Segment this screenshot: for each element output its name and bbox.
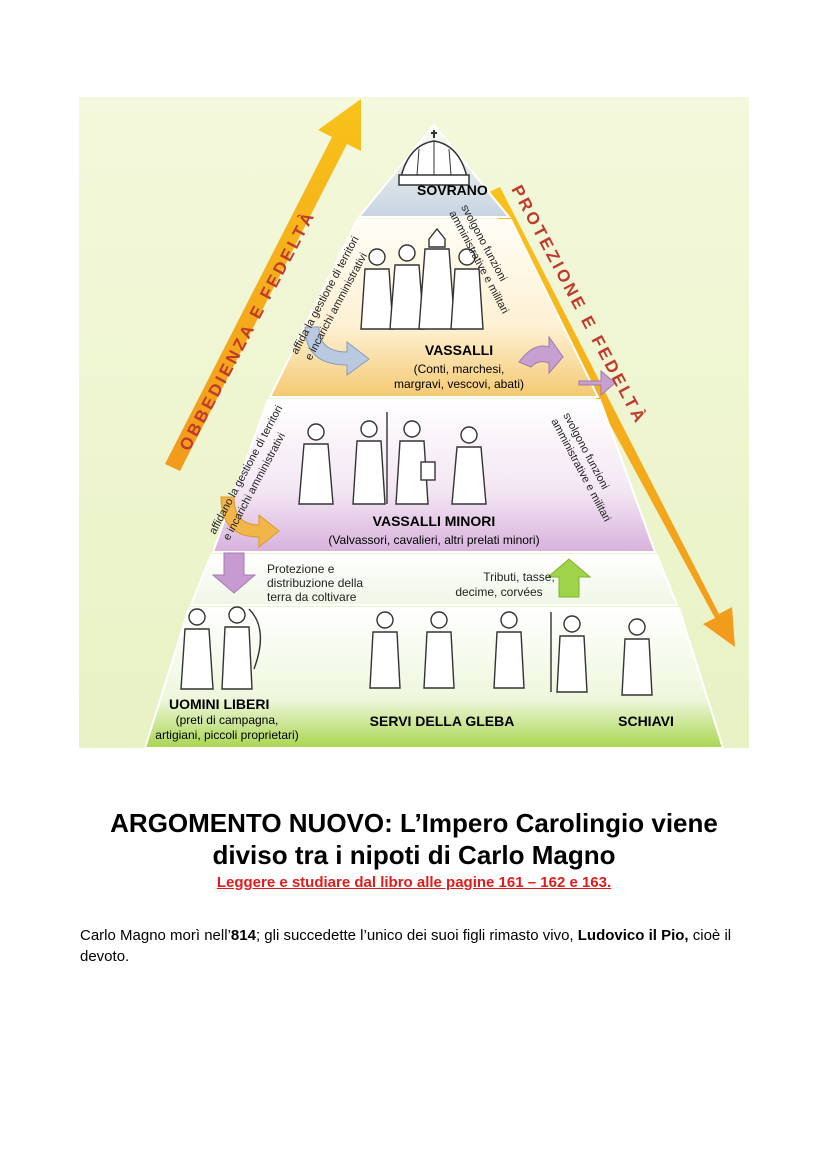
sovrano-title: SOVRANO [417, 182, 488, 198]
serf-3-figure-icon [493, 611, 525, 689]
reading-instruction: Leggere e studiare dal libro alle pagine… [216, 874, 612, 891]
tier-middle-band [189, 554, 679, 606]
craftsman-figure-icon [221, 606, 262, 690]
delegation-arrow-1 [304, 326, 370, 376]
heading-line-2: diviso tra i nipoti di Carlo Magno [212, 840, 616, 870]
protezione-annotation-2: distribuzione della [267, 576, 363, 590]
crusader-figure-icon [395, 420, 436, 505]
cavaliere-figure-icon [352, 412, 388, 505]
schiavi-title: SCHIAVI [618, 713, 674, 729]
protection-down-arrow [211, 552, 257, 594]
body-year: 814 [230, 927, 256, 944]
uomini-liberi-detail-2: artigiani, piccoli proprietari) [155, 728, 298, 742]
count-figure-icon [360, 248, 394, 330]
serf-4-figure-icon [550, 612, 588, 693]
valvassore-figure-icon [298, 423, 334, 505]
uomini-liberi-detail-1: (preti di campagna, [176, 713, 279, 727]
priest-figure-icon [180, 608, 214, 690]
crown-icon [398, 130, 470, 186]
vassalli-title: VASSALLI [425, 342, 493, 358]
servi-title: SERVI DELLA GLEBA [370, 713, 515, 729]
protezione-annotation-1: Protezione e [267, 562, 335, 576]
body-paragraph: Carlo Magno morì nell’814; gli succedett… [80, 925, 760, 967]
page-heading: ARGOMENTO NUOVO: L’Impero Carolingio vie… [40, 807, 788, 871]
delegation-arrow-2 [220, 496, 280, 549]
tributi-annotation-1: Tributi, tasse, [483, 570, 555, 584]
heading-line-1: ARGOMENTO NUOVO: L’Impero Carolingio vie… [110, 808, 718, 838]
vassalli-minori-detail: (Valvassori, cavalieri, altri prelati mi… [328, 533, 539, 547]
tribute-up-arrow [546, 558, 592, 598]
slave-figure-icon [621, 618, 653, 696]
uomini-liberi-title: UOMINI LIBERI [169, 696, 269, 712]
prelate-figure-icon [451, 426, 487, 505]
service-arrow-2 [578, 369, 616, 397]
body-part-1: Carlo Magno morì nell’ [80, 927, 231, 944]
body-part-2: ; gli succedette l’unico dei suoi figli … [255, 927, 578, 944]
serf-2-figure-icon [423, 611, 455, 689]
protezione-annotation-3: terra da coltivare [267, 590, 357, 604]
feudal-pyramid-diagram: OBBEDIENZA E FEDELTÀ PROTEZIONE E FEDELT… [79, 97, 749, 748]
vassalli-detail-1: (Conti, marchesi, [414, 362, 505, 376]
service-arrow-1 [518, 335, 564, 375]
vassalli-detail-2: margravi, vescovi, abati) [394, 377, 524, 391]
body-name: Ludovico il Pio, [577, 927, 689, 944]
tributi-annotation-2: decime, corvées [455, 585, 542, 599]
body-part-3: cioè il devoto. [80, 927, 732, 965]
vassalli-minori-title: VASSALLI MINORI [373, 513, 496, 529]
abbot-figure-icon [450, 248, 484, 330]
serf-1-figure-icon [369, 611, 401, 689]
obedience-arrow [165, 99, 361, 471]
